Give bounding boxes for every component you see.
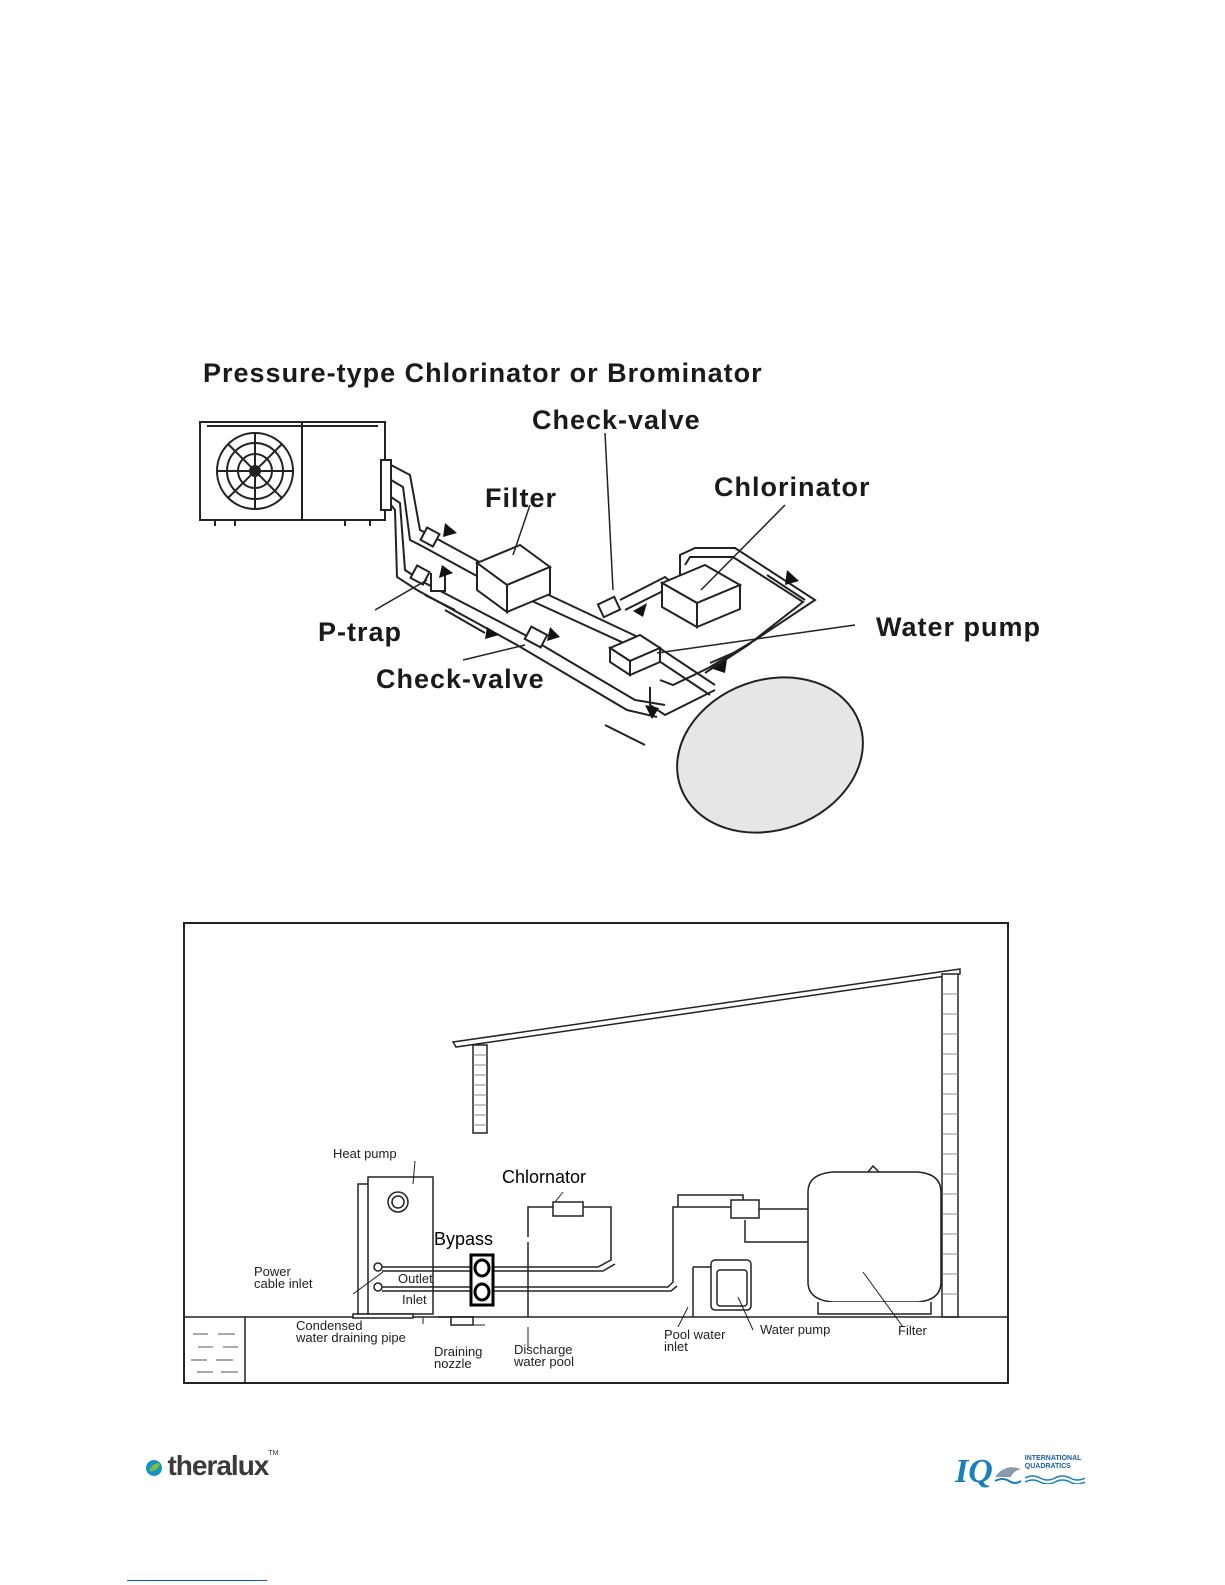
label-check-valve-top: Check-valve xyxy=(532,405,701,435)
label-pool-water-inlet-2: inlet xyxy=(664,1339,688,1354)
label-power-cable-inlet-2: cable inlet xyxy=(254,1276,313,1291)
footer-rule xyxy=(127,1580,267,1581)
label-p-trap: P-trap xyxy=(318,617,403,647)
label-check-valve-bottom: Check-valve xyxy=(376,664,545,694)
wave-icon xyxy=(1024,1475,1086,1485)
water-pump-box xyxy=(607,633,663,677)
label-heat-pump: Heat pump xyxy=(333,1146,397,1161)
label-outlet: Outlet xyxy=(398,1271,433,1286)
label-draining-nozzle-1: Draining xyxy=(434,1344,483,1359)
iq-line1: INTERNATIONAL xyxy=(1024,1455,1082,1462)
leaf-icon xyxy=(146,1460,162,1476)
label-discharge-1: Discharge xyxy=(514,1342,573,1357)
label-power-cable-inlet-1: Power xyxy=(254,1264,291,1279)
iq-line2: QUADRATICS xyxy=(1024,1463,1071,1470)
theralux-wordmark: theralux xyxy=(167,1450,269,1481)
chlorinator-box xyxy=(659,563,743,629)
label-chlornator: Chlornator xyxy=(502,1167,587,1187)
label-condensed-1: Condensed xyxy=(296,1318,363,1333)
iq-mark: IQ xyxy=(955,1453,993,1490)
theralux-logo: theraluxTM xyxy=(145,1450,279,1482)
installation-diagram xyxy=(183,922,1009,1384)
label-filter: Filter xyxy=(485,483,558,513)
label-water-pump: Water pump xyxy=(876,612,1041,642)
label-water-pump-2: Water pump xyxy=(760,1322,831,1337)
pressure-chlorinator-diagram xyxy=(199,421,864,834)
label-bypass: Bypass xyxy=(434,1229,494,1249)
label-pool-water-inlet-1: Pool water xyxy=(664,1327,726,1342)
filter-box xyxy=(474,543,553,614)
label-filter-2: Filter xyxy=(898,1323,927,1338)
label-inlet: Inlet xyxy=(402,1292,427,1307)
heat-pump-unit xyxy=(199,421,392,526)
label-draining-nozzle-2: nozzle xyxy=(434,1356,472,1371)
dolphin-icon xyxy=(994,1467,1022,1484)
diagram1-title: Pressure-type Chlorinator or Brominator xyxy=(203,358,763,388)
label-condensed-2: water draining pipe xyxy=(296,1330,406,1345)
label-chlorinator: Chlorinator xyxy=(714,472,871,502)
label-discharge-2: water pool xyxy=(514,1354,574,1369)
theralux-tm: TM xyxy=(268,1450,279,1457)
iq-logo: IQ INTERNATIONAL QUADRATICS xyxy=(955,1453,1086,1491)
